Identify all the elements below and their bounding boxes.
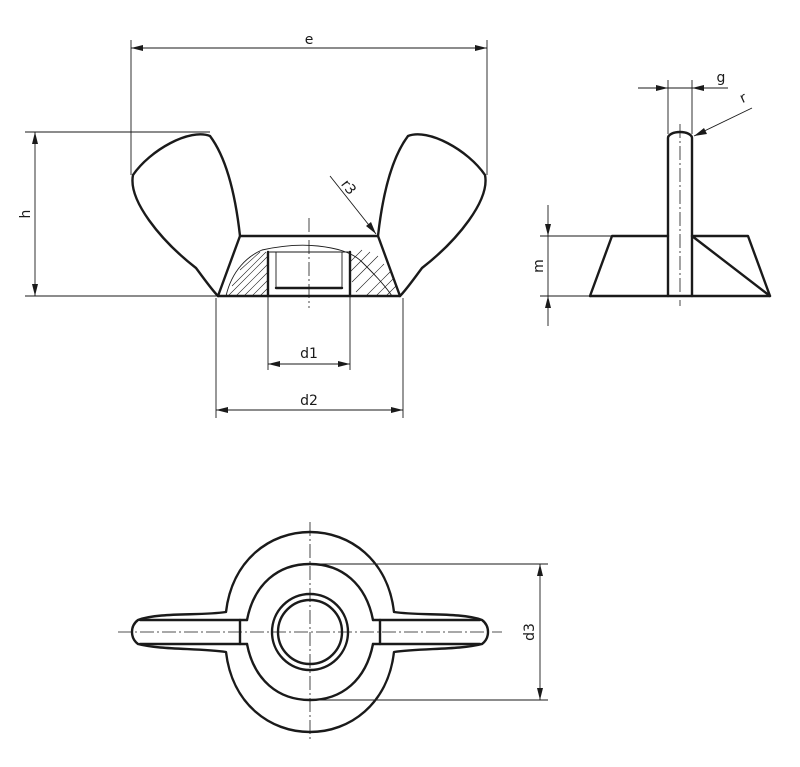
dimension-d1: d1	[267, 296, 351, 370]
label-d1: d1	[300, 346, 318, 362]
dimension-r: r	[693, 90, 753, 137]
front-view	[131, 133, 487, 308]
dimension-d3: d3	[318, 563, 548, 701]
front-view-outline-right	[376, 133, 487, 298]
dimension-h: h	[18, 131, 218, 297]
section-break-line	[225, 244, 393, 297]
label-g: g	[717, 70, 726, 86]
dimension-g: g	[638, 70, 728, 134]
top-view	[118, 522, 502, 742]
front-view-outline	[131, 133, 242, 298]
label-e: e	[305, 32, 314, 48]
dimension-e: e	[130, 32, 488, 175]
label-m: m	[531, 259, 547, 273]
section-hatching	[227, 249, 399, 296]
label-d2: d2	[300, 393, 318, 409]
label-d3: d3	[522, 623, 538, 641]
dimension-d2: d2	[215, 298, 404, 418]
top-view-outline	[130, 530, 490, 734]
dimension-m: m	[531, 205, 612, 326]
side-view	[588, 124, 772, 306]
label-r: r	[737, 90, 749, 107]
label-r3: r3	[337, 177, 359, 198]
dimension-r3: r3	[329, 175, 377, 235]
label-h: h	[18, 210, 34, 219]
